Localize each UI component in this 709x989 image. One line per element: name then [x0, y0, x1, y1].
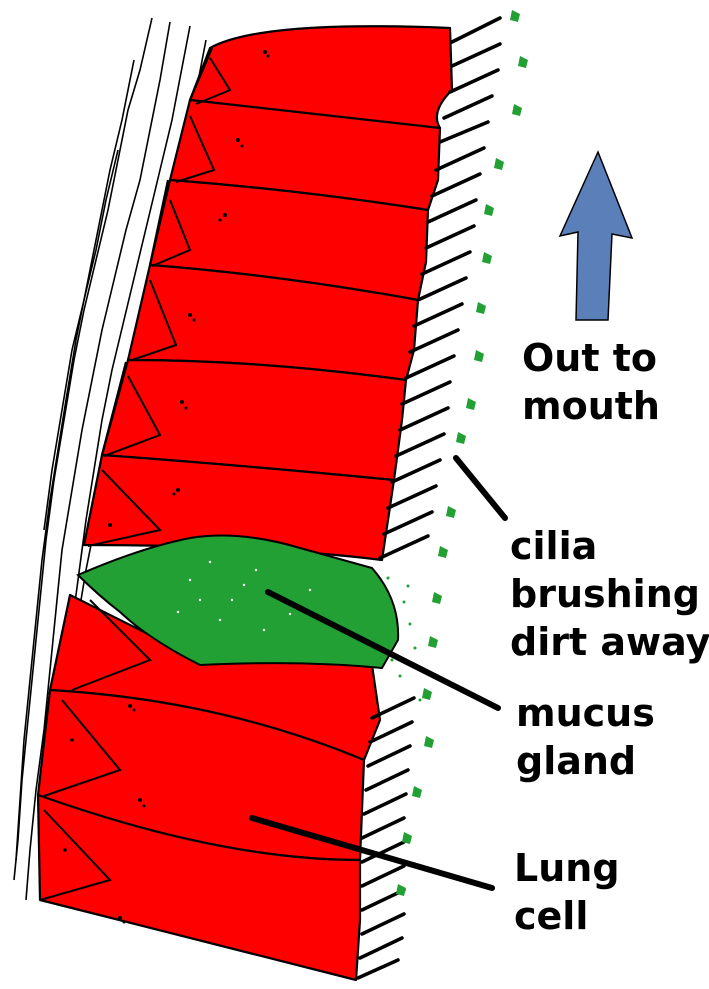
arrow-up-icon — [560, 152, 632, 320]
mucus-gland-label: mucus gland — [516, 689, 655, 785]
out-to-mouth-label: Out to mouth — [522, 334, 660, 430]
lung-cell-label: Lung cell — [514, 844, 620, 940]
lung-cells — [38, 26, 452, 980]
cilia-pointer — [456, 458, 505, 518]
cilia-label: cilia brushing dirt away — [510, 522, 709, 666]
